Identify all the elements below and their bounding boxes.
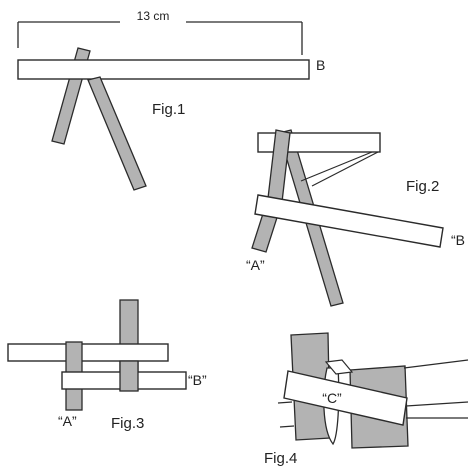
fig3-label-a: “A”	[58, 413, 77, 429]
fig3-white-strip-top	[7, 343, 169, 362]
figure-1: 13 cm B Fig.1	[17, 9, 325, 191]
fig2-label-a: “A”	[246, 257, 265, 273]
fig2-white-strip-b	[254, 194, 444, 248]
figure-4: “C” Fig.4	[264, 332, 469, 466]
fig4-weave-lines	[277, 359, 469, 428]
fig2-label-b: “B	[451, 232, 465, 248]
fig4-caption: Fig.4	[264, 450, 297, 466]
fig1-label-b: B	[316, 57, 325, 73]
dimension-line	[17, 21, 303, 55]
figure-2: Fig.2 “A” “B	[246, 129, 465, 307]
fig1-white-strip	[17, 59, 310, 80]
fig4-loop-top	[324, 359, 354, 375]
fig1-caption: Fig.1	[152, 101, 185, 118]
fig1-gray-strip-right	[87, 76, 147, 191]
figure-3: “B” “A” Fig.3	[7, 299, 207, 432]
fig3-caption: Fig.3	[111, 415, 144, 432]
fig2-caption: Fig.2	[406, 178, 439, 195]
fig2-fold-lines	[300, 151, 379, 187]
dimension-label: 13 cm	[137, 9, 170, 23]
fig4-label-c: “C”	[322, 390, 342, 406]
fig3-label-b: “B”	[188, 372, 207, 388]
fig4-white-strip-c	[283, 370, 408, 426]
fig3-gray-strip-right-over	[119, 360, 139, 392]
